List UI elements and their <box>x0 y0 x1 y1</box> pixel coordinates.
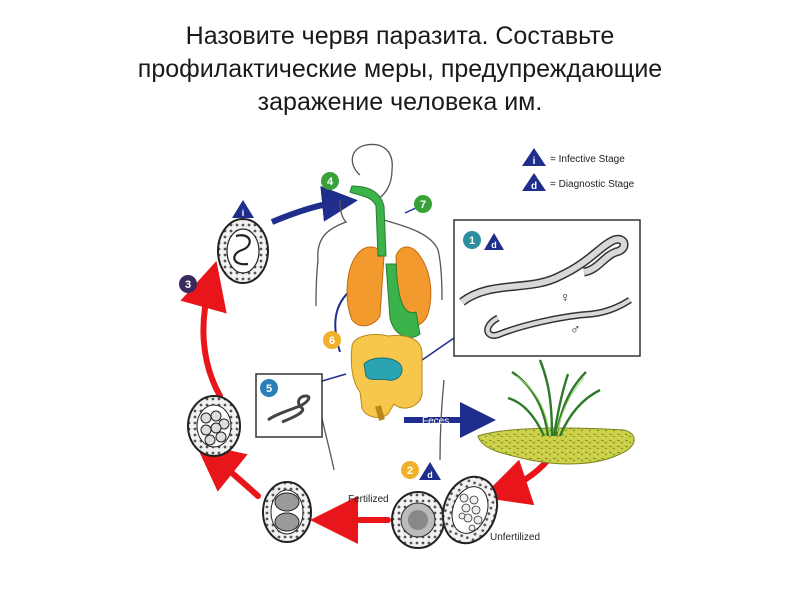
embryonated-egg-larva <box>217 218 269 284</box>
svg-text:d: d <box>531 181 537 192</box>
fertilized-label: Fertilized <box>348 494 389 505</box>
esophagus-stomach <box>385 263 421 338</box>
stage-3-marker: 3 <box>179 275 197 293</box>
title-line-1: Назовите червя паразита. Составьте <box>185 22 615 50</box>
svg-text:6: 6 <box>329 335 335 347</box>
adult-worms-box: 1 d ♀ ♂ <box>453 219 641 357</box>
unfertilized-label: Unfertilized <box>490 532 540 543</box>
stage-7-marker: 7 <box>414 195 432 213</box>
legend-diagnostic-label: = Diagnostic Stage <box>550 179 635 190</box>
human-body <box>315 143 445 471</box>
svg-text:1: 1 <box>469 235 475 247</box>
infective-stage-icon: i <box>522 148 546 167</box>
arrow-ingestion <box>270 185 358 225</box>
unfertilized-egg <box>441 475 499 545</box>
svg-text:7: 7 <box>420 199 426 211</box>
stage-4-marker: 4 <box>321 172 339 190</box>
slide-title: Назовите червя паразита. Составьте профи… <box>40 20 760 119</box>
legend: i = Infective Stage d = Diagnostic Stage <box>522 148 635 192</box>
lungs <box>346 246 432 327</box>
intestines <box>350 333 423 421</box>
larva-box: 5 <box>255 373 323 438</box>
female-symbol: ♀ <box>560 289 571 305</box>
egg-two-cell-stage <box>262 481 312 543</box>
svg-text:d: d <box>427 470 433 480</box>
infective-marker-egg: i <box>232 200 254 218</box>
svg-text:5: 5 <box>266 383 272 395</box>
title-line-3: заражение человека им. <box>257 88 543 116</box>
trachea <box>349 185 387 257</box>
legend-infective-label: = Infective Stage <box>550 154 625 165</box>
arrow-egg-to-larva <box>180 260 227 399</box>
stage-6-marker: 6 <box>323 331 341 349</box>
svg-text:d: d <box>491 240 497 250</box>
diagnostic-stage-icon: d <box>522 173 546 192</box>
egg-morula-stage <box>187 395 241 457</box>
arrow-soil-to-eggs <box>481 457 551 506</box>
svg-text:3: 3 <box>185 279 191 291</box>
male-symbol: ♂ <box>570 321 581 337</box>
soil-with-grass <box>477 359 635 465</box>
svg-text:2: 2 <box>407 465 413 477</box>
svg-text:i: i <box>533 156 536 167</box>
stage-2-marker: 2 d <box>401 461 441 480</box>
feces-label: Feces <box>422 416 449 427</box>
svg-text:i: i <box>242 208 245 218</box>
male-worm <box>484 297 632 339</box>
fertilized-egg <box>391 491 445 549</box>
arrow-embryo-to-egg <box>195 443 261 499</box>
title-line-2: профилактические меры, предупреждающие <box>137 55 663 83</box>
svg-text:4: 4 <box>327 176 334 188</box>
female-worm <box>459 234 629 306</box>
cycle-arrows <box>180 260 551 544</box>
